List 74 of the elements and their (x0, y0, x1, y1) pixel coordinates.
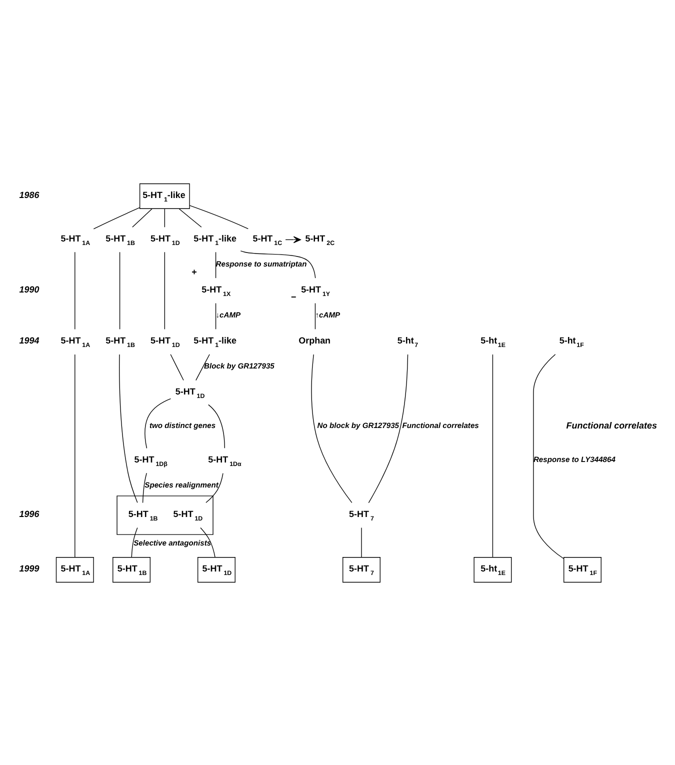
node-text: 5-HT$_{1D}$ (150, 232, 180, 246)
edge-label: Block by GR127935 (204, 361, 274, 370)
node-text: 5-HT$_{1}$-like (194, 335, 236, 349)
connector (314, 302, 316, 330)
node-box: 5-ht$_{1E}$ (474, 556, 512, 582)
edge-label: ↑cAMP (315, 310, 340, 320)
node-text: 5-ht$_{1E}$ (480, 335, 506, 349)
node-text: 5-HT$_{1B}$ (106, 232, 135, 246)
node-label: + (192, 266, 197, 277)
connector (132, 208, 152, 227)
connector (164, 251, 166, 330)
node-text: 5-HT$_{1C}$ (252, 232, 282, 246)
node-text: 5-HT$_{1Dα}$ (208, 454, 242, 468)
label: 1999 (19, 562, 40, 573)
node-box: 5-HT$_{1B}$ (112, 556, 151, 582)
connector (131, 526, 138, 557)
node-text: 5-HT$_{1Dβ}$ (134, 454, 168, 468)
connector (144, 398, 172, 448)
connector (200, 526, 216, 558)
label: 1990 (19, 284, 40, 294)
node-text: 5-HT$_{1D}$ (173, 508, 203, 522)
label: Functional correlates (566, 420, 657, 430)
connector (74, 354, 76, 558)
connector (164, 208, 166, 227)
connector (119, 251, 120, 330)
node-text: 5-HT$_{1A}$ (60, 232, 90, 246)
node-text: 5-HT$_{1}$-like (194, 232, 236, 246)
edge-label: two distinct genes (149, 420, 216, 430)
label: 1996 (19, 508, 40, 518)
node-text: 5-HT$_{1B}$ (128, 508, 158, 522)
connector (361, 526, 362, 558)
connector (240, 250, 316, 278)
node-box: 5-HT$_{1}$-like (139, 182, 190, 208)
node-text: 5-HT$_{7}$ (349, 508, 374, 522)
connector (189, 204, 248, 229)
edge-label: Functional correlates (402, 420, 479, 430)
label: 1986 (19, 189, 40, 200)
connector (215, 251, 216, 278)
node-text: 5-HT$_{1A}$ (60, 335, 90, 349)
edge-label: ↓cAMP (216, 310, 241, 320)
connector (74, 251, 76, 330)
node-text: 5-HT$_{1B}$ (106, 335, 135, 349)
connector (93, 206, 140, 229)
connector (311, 354, 352, 503)
label: 1994 (19, 335, 40, 346)
connector (170, 354, 184, 380)
connector (208, 404, 225, 448)
edge-label: No block by GR127935 (317, 420, 400, 430)
connector (368, 354, 408, 503)
node-text: 5-HT$_{1Y}$ (301, 284, 330, 298)
edge-label: Selective antagonists (134, 538, 212, 547)
node-text: 5-HT$_{2C}$ (305, 232, 335, 246)
connector (196, 354, 210, 380)
edge-label: Response to sumatriptan (216, 258, 307, 268)
node-text: Orphan (298, 335, 331, 346)
connector (492, 354, 494, 558)
node-box: 5-HT$_{1A}$ (56, 556, 94, 582)
edge-label: Species realignment (144, 480, 218, 489)
node-text: 5-ht$_{1F}$ (559, 335, 584, 349)
connector (178, 208, 202, 227)
node-text: 5-HT$_{1D}$ (150, 335, 180, 349)
connector (215, 302, 216, 330)
node-text: 5-HT$_{1D}$ (175, 386, 205, 400)
node-text: 5-HT$_{1X}$ (202, 284, 231, 298)
node-text: 5-ht$_{7}$ (397, 335, 418, 349)
node-box: 5-HT$_{1D}$ (197, 556, 236, 582)
connector (533, 354, 564, 558)
connector (119, 354, 138, 502)
connector (142, 472, 147, 503)
node-label: − (291, 292, 296, 302)
cluster (116, 495, 214, 534)
connector (206, 472, 224, 502)
node-box: 5-HT$_{1F}$ (564, 556, 602, 582)
node-box: 5-HT$_{7}$ (342, 556, 380, 582)
